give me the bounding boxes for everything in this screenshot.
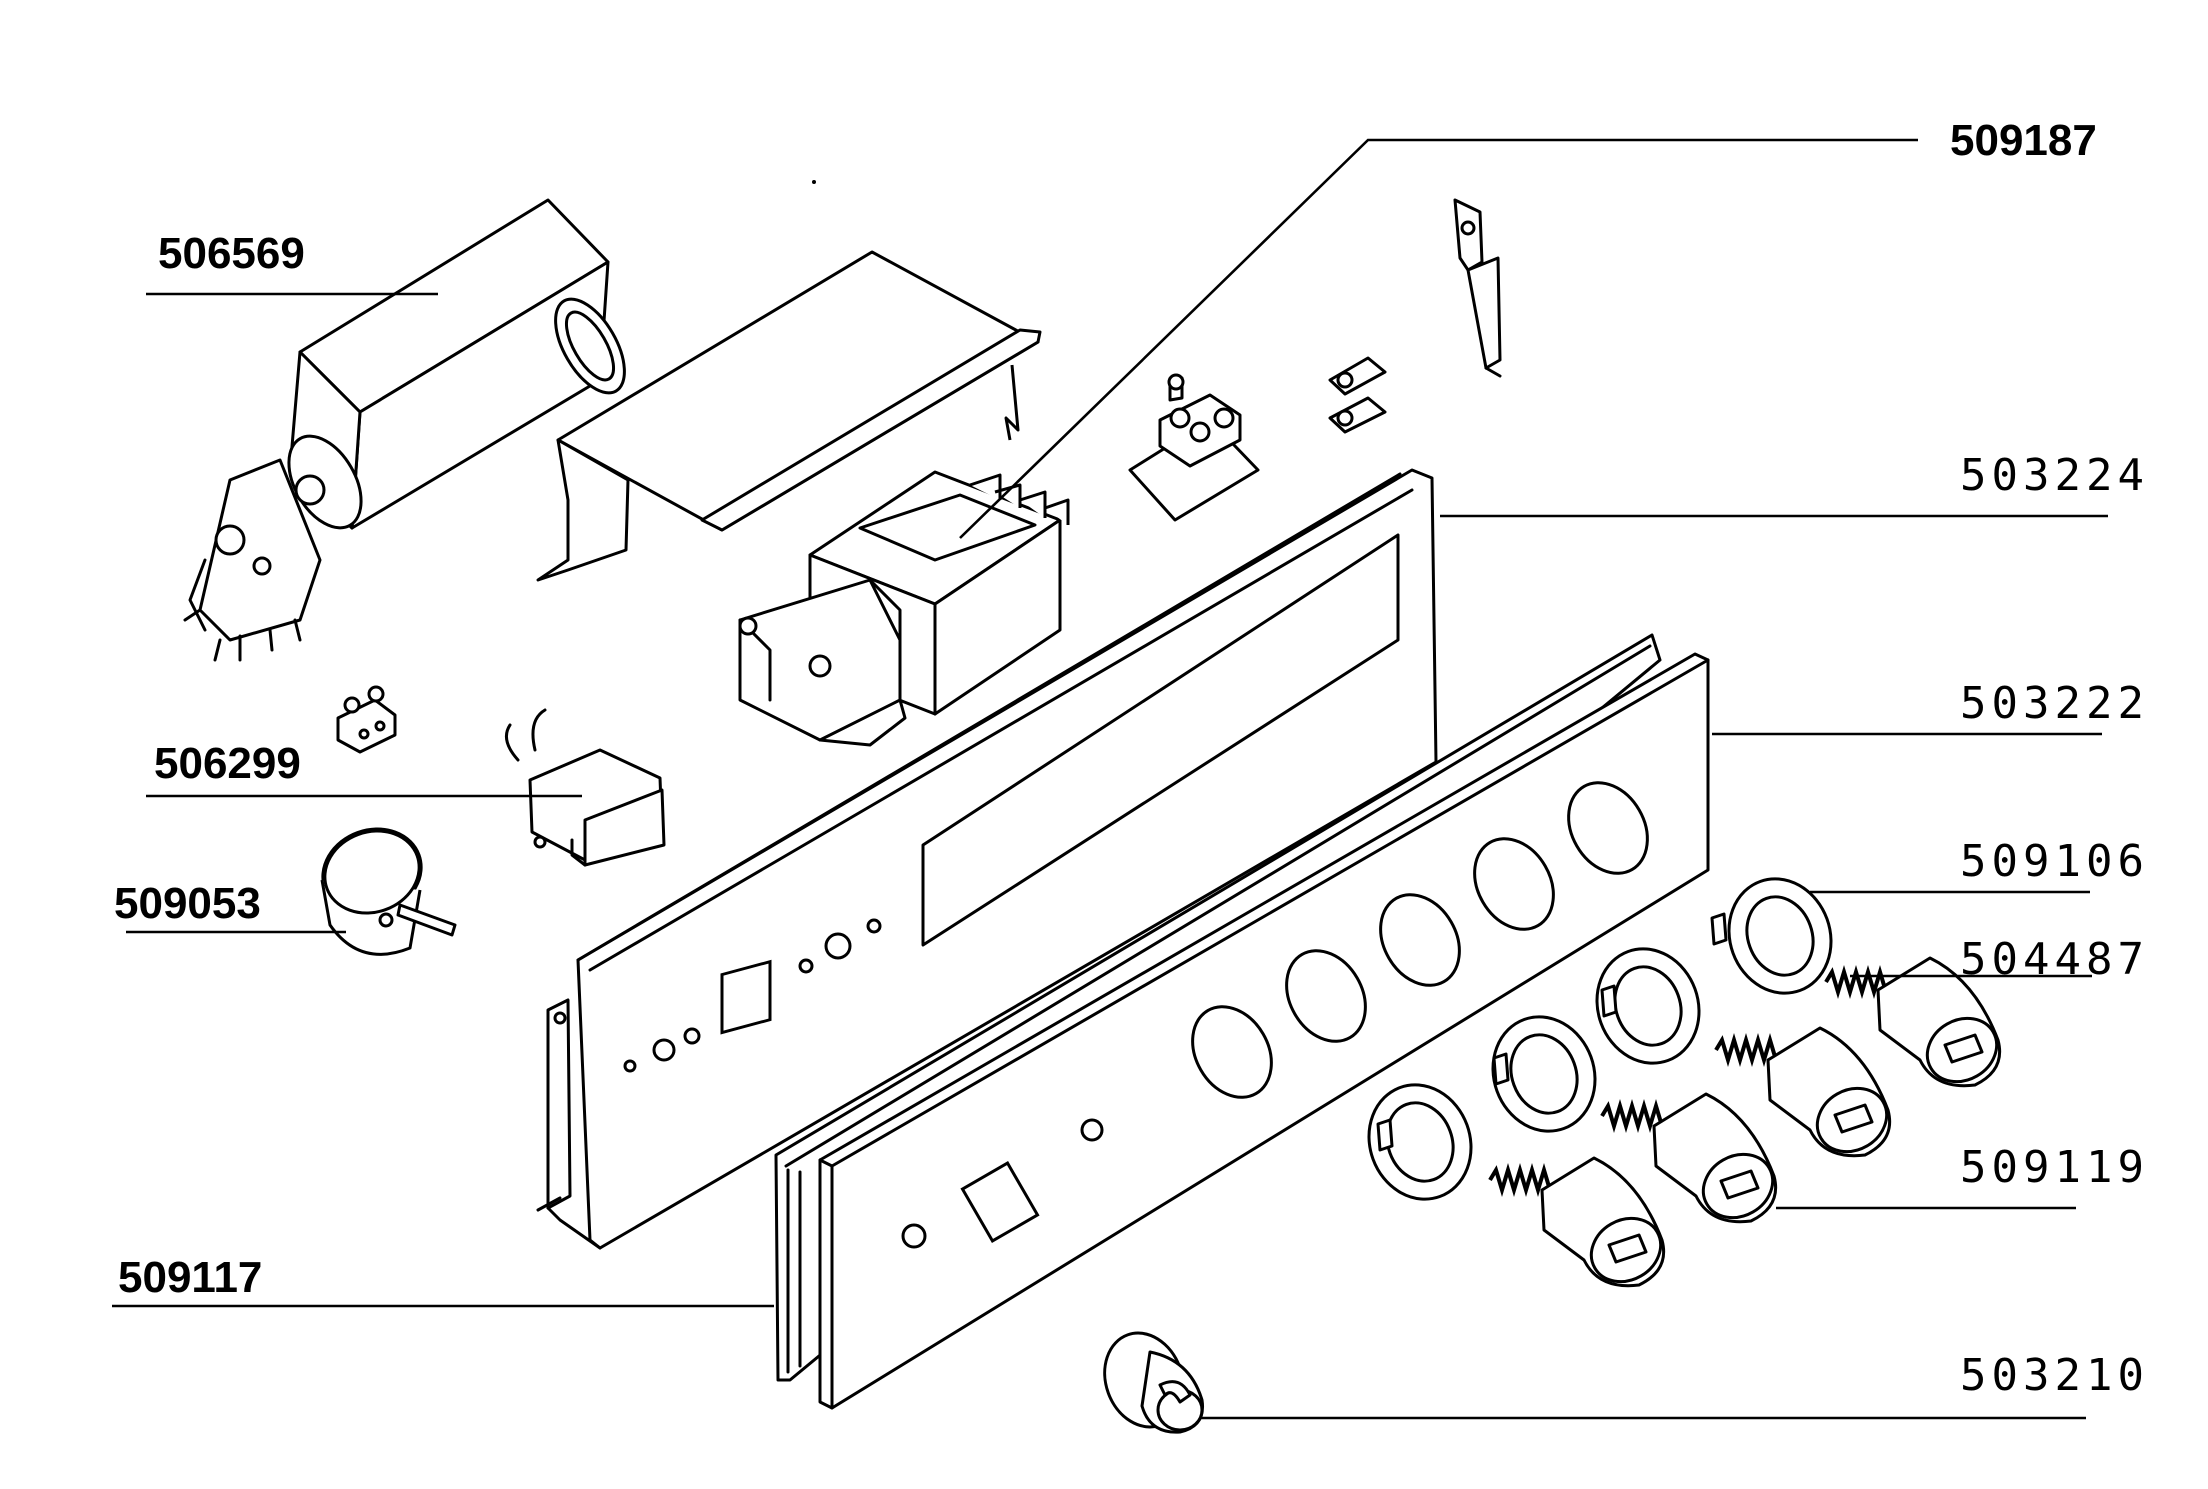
control-panel-frame bbox=[536, 468, 1438, 1250]
knob-bezel bbox=[1491, 1015, 1597, 1133]
control-knob bbox=[1652, 1092, 1778, 1224]
terminal-block-small bbox=[336, 685, 397, 754]
part-number-label: 509119 bbox=[1960, 1142, 2149, 1193]
part-number-label: 509053 bbox=[114, 879, 261, 928]
switch bbox=[504, 708, 666, 867]
part-number-label: 503224 bbox=[1960, 450, 2149, 501]
part-number-label: 509117 bbox=[118, 1253, 262, 1302]
terminal-block bbox=[1128, 373, 1260, 522]
knob-bezel bbox=[1710, 877, 1833, 995]
part-number-label: 503210 bbox=[1960, 1350, 2149, 1401]
part-number-label: 504487 bbox=[1960, 934, 2149, 985]
control-knob bbox=[1540, 1156, 1666, 1288]
control-knob bbox=[1766, 1026, 1892, 1158]
leader-509187 bbox=[959, 138, 1918, 539]
mounting-bracket bbox=[1453, 198, 1502, 378]
buzzer bbox=[320, 827, 457, 956]
transformer bbox=[738, 470, 1070, 747]
timer-knob bbox=[1103, 1331, 1205, 1434]
cover-shield bbox=[536, 250, 1042, 582]
knob-bezel bbox=[1595, 947, 1701, 1065]
knob-spring bbox=[1824, 965, 1888, 999]
knob-spring bbox=[1488, 1163, 1552, 1197]
leader-lines bbox=[112, 138, 2108, 1420]
control-knobs bbox=[1540, 956, 2002, 1288]
speck bbox=[812, 180, 816, 184]
part-number-label: 506299 bbox=[154, 739, 301, 788]
part-number-label: 509187 bbox=[1950, 116, 2097, 165]
knob-bezel bbox=[1367, 1083, 1473, 1201]
knob-bezels bbox=[1367, 877, 1833, 1201]
cable-clamp bbox=[1328, 356, 1387, 434]
part-labels: 509187 506569 503224 503222 506299 50905… bbox=[114, 116, 2149, 1401]
part-number-label: 503222 bbox=[1960, 678, 2149, 729]
knob-spring bbox=[1714, 1033, 1778, 1067]
part-number-label: 506569 bbox=[158, 229, 305, 278]
fan-motor-assembly bbox=[183, 198, 626, 662]
front-control-panel bbox=[818, 652, 1710, 1410]
knob-spring bbox=[1600, 1099, 1664, 1133]
knob-springs bbox=[1488, 965, 1888, 1197]
part-number-label: 509106 bbox=[1960, 836, 2149, 887]
control-knob bbox=[1876, 956, 2002, 1088]
